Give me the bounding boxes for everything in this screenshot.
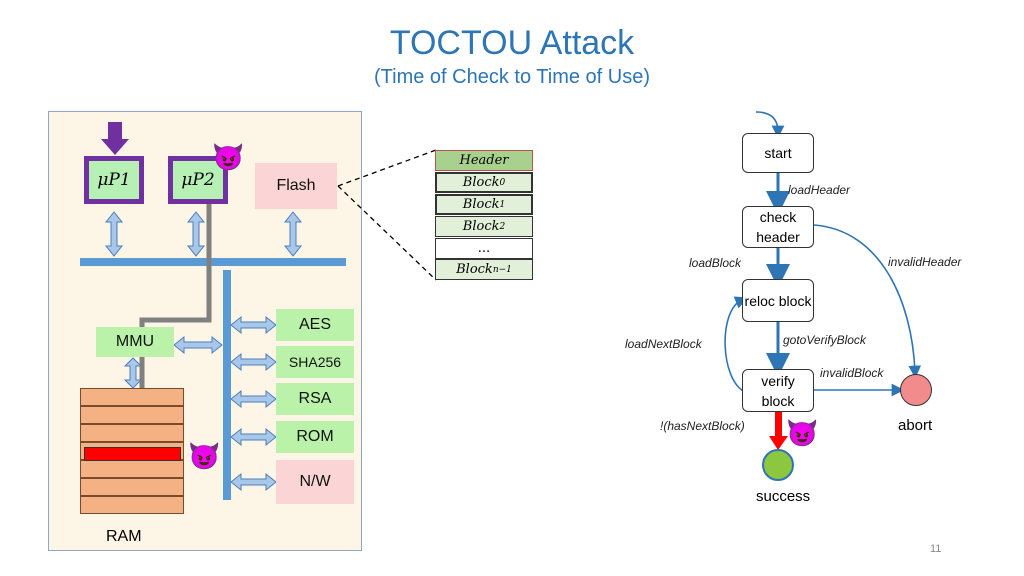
state-edges [724,111,922,397]
label-invalid-header: invalidHeader [888,255,962,269]
ram-row [80,460,184,478]
ram-row [80,406,184,424]
label-goto-verify-block: gotoVerifyBlock [783,333,866,347]
ram-row [80,424,184,442]
zoom-line-bottom [337,185,437,281]
rsa-module: RSA [276,383,354,415]
devil-emoji-icon: 😈 [188,441,221,471]
ram-row [80,388,184,406]
zoom-line-top [337,149,437,187]
down-arrow-icon [101,122,129,155]
aes-module: AES [276,309,354,341]
malicious-ram-region [84,447,181,461]
state-success-label: success [756,488,811,505]
state-reloc-block: reloc block [742,279,814,322]
sha256-module: SHA256 [276,346,354,378]
bus-connectors [104,211,303,492]
label-load-header: loadHeader [788,183,851,197]
state-start: start [742,133,814,173]
flash-memory: Flash [255,163,337,209]
state-check-header: check header [742,206,814,248]
ram-row [80,496,184,514]
ram-label: RAM [106,528,142,545]
state-verify-block: verify block [742,369,814,412]
flash-ellipsis: ... [435,238,533,259]
devil-emoji-icon: 😈 [786,418,819,448]
slide-title: TOCTOU Attack [389,24,635,62]
attack-transition [769,412,788,450]
state-abort-label: abort [898,417,933,434]
label-load-next-block: loadNextBlock [625,337,702,351]
peripheral-bus [223,270,231,500]
page-number: 11 [930,543,942,555]
mmu: MMU [96,327,174,357]
ram-row [80,478,184,496]
system-bus [80,258,346,266]
slide-subtitle: (Time of Check to Time of Use) [374,66,650,88]
label-load-block: loadBlock [689,256,742,270]
network-module: N/W [276,460,354,504]
state-success-node [762,449,794,481]
flash-header: Header [435,150,533,171]
processor-1: μP1 [84,156,144,204]
state-abort-node [900,374,932,406]
devil-emoji-icon: 😈 [212,142,245,172]
label-no-next-block: !(hasNextBlock) [660,419,745,433]
label-invalid-block: invalidBlock [820,366,884,380]
processor-2: μP2 [168,156,228,204]
rom-module: ROM [276,421,354,453]
